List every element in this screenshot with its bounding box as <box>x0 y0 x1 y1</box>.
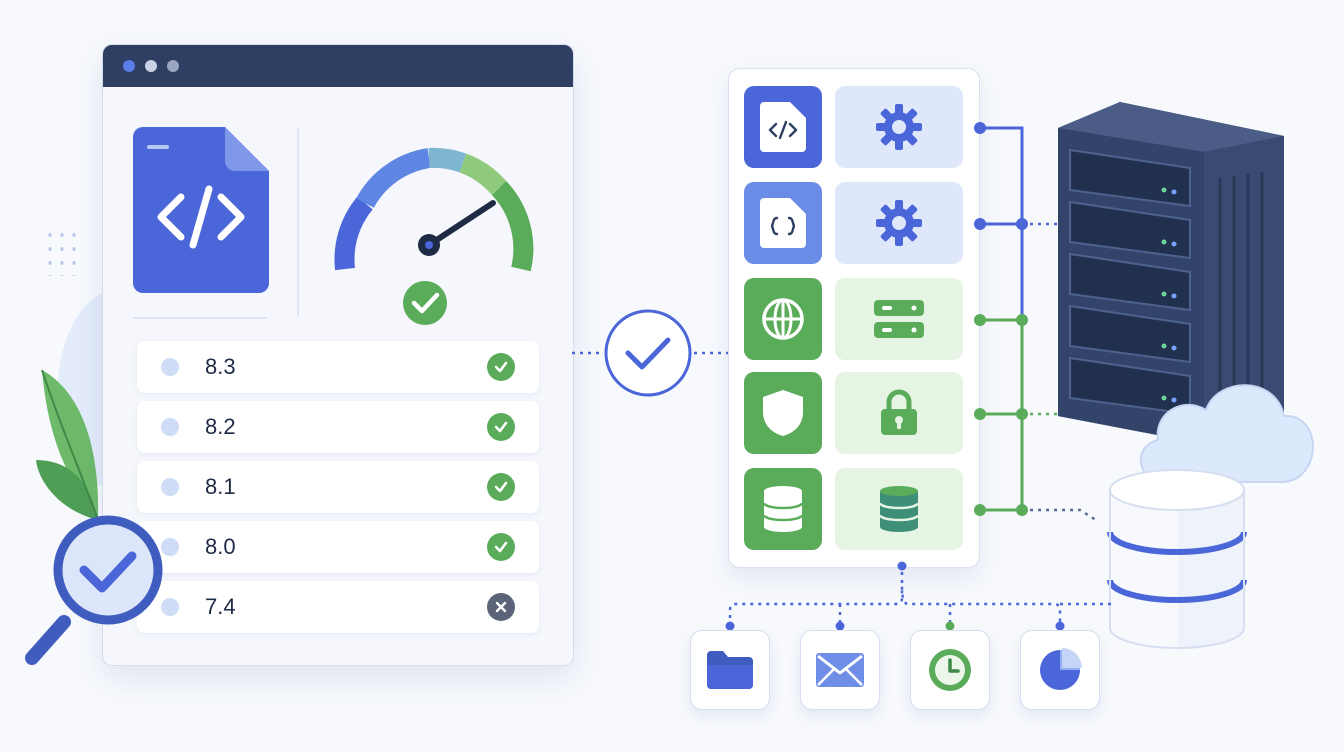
window-dot-blue[interactable] <box>123 60 135 72</box>
folder-tile[interactable] <box>690 630 770 710</box>
bullet-dot <box>161 358 179 376</box>
window-dot-gray[interactable] <box>167 60 179 72</box>
shield-icon <box>763 390 803 436</box>
bullet-dot <box>161 478 179 496</box>
web-tile[interactable] <box>744 278 822 360</box>
version-label: 8.3 <box>205 354 236 379</box>
distribution-connectors <box>725 561 1112 631</box>
header-divider-vertical <box>297 127 299 317</box>
magnifier-check-icon <box>25 515 163 665</box>
server-icon <box>874 300 924 338</box>
settings-tile[interactable] <box>835 86 963 168</box>
browser-window: 8.3 8.2 8.1 8.0 <box>102 44 574 666</box>
folder-icon <box>707 651 753 689</box>
code-file-icon <box>760 102 806 152</box>
server-tower-icon <box>1058 102 1284 444</box>
cloud-icon <box>1139 384 1314 483</box>
globe-icon <box>762 298 804 340</box>
check-icon <box>487 413 515 441</box>
gear-icon <box>876 104 922 150</box>
bullet-dot <box>161 598 179 616</box>
decorative-dots <box>44 228 76 276</box>
window-dot-gray[interactable] <box>145 60 157 72</box>
lock-tile[interactable] <box>835 372 963 454</box>
version-label: 7.4 <box>205 594 236 619</box>
x-icon <box>487 593 515 621</box>
lock-icon <box>881 389 917 435</box>
verification-connector <box>572 309 728 397</box>
settings-tile[interactable] <box>835 182 963 264</box>
security-tile[interactable] <box>744 372 822 454</box>
json-file-tile[interactable] <box>744 182 822 264</box>
bullet-dot <box>161 538 179 556</box>
clock-tile[interactable] <box>910 630 990 710</box>
database-icon <box>878 486 920 532</box>
check-icon <box>487 353 515 381</box>
database-tile[interactable] <box>744 468 822 550</box>
version-list: 8.3 8.2 8.1 8.0 <box>137 341 539 641</box>
version-label: 8.1 <box>205 474 236 499</box>
mail-tile[interactable] <box>800 630 880 710</box>
json-file-icon <box>760 198 806 248</box>
list-item[interactable]: 8.2 <box>137 401 539 453</box>
version-label: 8.0 <box>205 534 236 559</box>
list-item[interactable]: 8.1 <box>137 461 539 513</box>
storage-tile[interactable] <box>835 468 963 550</box>
list-item[interactable]: 8.0 <box>137 521 539 573</box>
server-tile[interactable] <box>835 278 963 360</box>
window-titlebar <box>103 45 573 87</box>
analytics-tile[interactable] <box>1020 630 1100 710</box>
leaf-decoration <box>36 369 99 521</box>
performance-gauge <box>334 147 534 325</box>
code-file-tile[interactable] <box>744 86 822 168</box>
panel-connectors <box>974 122 1097 522</box>
database-icon <box>762 486 804 532</box>
check-icon <box>487 533 515 561</box>
pie-chart-icon <box>1040 648 1082 690</box>
gear-icon <box>876 200 922 246</box>
code-file-icon <box>133 127 269 293</box>
clock-icon <box>929 649 971 691</box>
header-divider-horizontal <box>133 317 267 319</box>
database-cylinder-icon <box>1107 469 1247 649</box>
check-icon <box>487 473 515 501</box>
mail-icon <box>816 653 864 687</box>
list-item[interactable]: 7.4 <box>137 581 539 633</box>
bullet-dot <box>161 418 179 436</box>
version-label: 8.2 <box>205 414 236 439</box>
list-item[interactable]: 8.3 <box>137 341 539 393</box>
